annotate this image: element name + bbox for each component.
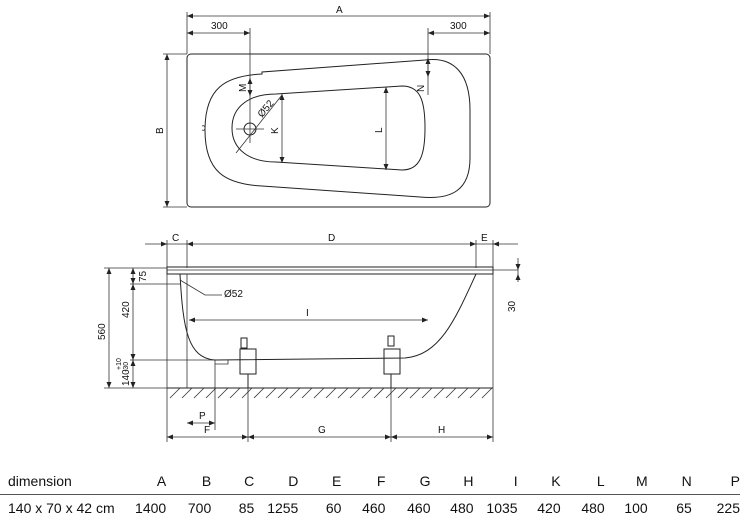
- dim-label-H: H: [438, 425, 445, 436]
- table-header-cell: dimension: [0, 468, 133, 495]
- table-cell: 65: [676, 500, 692, 516]
- dim-label-plus10: +10: [116, 358, 123, 370]
- dim-label-D: D: [328, 233, 335, 244]
- dim-label-P: P: [199, 411, 206, 422]
- table-header-cell: F: [341, 468, 386, 495]
- dim-label-K: K: [270, 127, 281, 134]
- tub-body-profile: [179, 273, 477, 361]
- table-header-cell: P: [691, 468, 740, 495]
- table-cell: 700: [187, 500, 212, 516]
- table-header-cell: E: [298, 468, 342, 495]
- dim-label-G: G: [318, 425, 326, 436]
- table-cell: 60: [325, 500, 342, 516]
- tub-foot-right: [383, 335, 401, 389]
- table-header-cell: M: [604, 468, 648, 495]
- dim-label-minus30: -30: [123, 362, 130, 372]
- table-header-cell: C: [211, 468, 255, 495]
- table-cell: 100: [624, 500, 648, 516]
- dim-label-B: B: [155, 127, 166, 134]
- dimension-table: dimension A B C D E F G H I K L M N P 14…: [0, 468, 740, 521]
- table-cell: 480: [450, 500, 474, 516]
- tub-inner-outline: [204, 58, 471, 199]
- table-cell: 85: [238, 500, 255, 516]
- table-header-cell: B: [166, 468, 212, 495]
- table-cell: 480: [581, 500, 605, 516]
- overflow-marker: [201, 125, 206, 131]
- dim-label-560: 560: [97, 323, 108, 340]
- table-header-cell: G: [385, 468, 431, 495]
- dim-label-N: N: [416, 85, 427, 92]
- table-cell: 460: [407, 500, 431, 516]
- dim-label-140: 140: [121, 369, 132, 386]
- drain-trap: [214, 360, 229, 365]
- tub-rim-side: [166, 266, 494, 275]
- table-header-row: dimension A B C D E F G H I K L M N P: [0, 468, 740, 495]
- dim-label-30: 30: [507, 300, 518, 312]
- table-header-cell: A: [132, 468, 167, 495]
- table-header-cell: I: [473, 468, 518, 495]
- table-header-cell: N: [647, 468, 692, 495]
- bathtub-dimension-drawing: Ø52 A 300 300 B M K: [97, 5, 521, 442]
- table-row: 140 x 70 x 42 cm 1400 700 85 1255 60 460…: [0, 495, 740, 522]
- dim-label-300-left: 300: [211, 21, 228, 32]
- table-cell: 1400: [135, 500, 167, 516]
- table-header-cell: K: [517, 468, 561, 495]
- dim-label-F: F: [204, 425, 210, 436]
- table-cell: 420: [537, 500, 561, 516]
- dim-label-E: E: [481, 233, 488, 244]
- table-header-cell: L: [560, 468, 605, 495]
- table-cell: 1035: [486, 500, 518, 516]
- tub-basin-outline: [231, 85, 426, 171]
- dim-label-300-right: 300: [450, 21, 467, 32]
- drain-symbol: [235, 94, 283, 154]
- dim-label-C: C: [172, 233, 179, 244]
- table-cell: 140 x 70 x 42 cm: [8, 500, 115, 516]
- tub-foot-left: [239, 337, 257, 389]
- floor-hatching: [169, 387, 493, 399]
- dim-label-M: M: [238, 84, 249, 92]
- table-cell: 1255: [267, 500, 299, 516]
- side-view: C D E Ø52 I: [97, 233, 521, 442]
- dim-label-75: 75: [138, 270, 149, 282]
- table-cell: 225: [716, 500, 740, 516]
- drain-diameter-side-label: Ø52: [224, 289, 243, 300]
- tub-outer-rim: [186, 53, 491, 208]
- drain-diameter-top-label: Ø52: [256, 98, 277, 120]
- dim-label-I: I: [306, 308, 309, 319]
- table-header-cell: D: [254, 468, 299, 495]
- dim-label-L: L: [374, 127, 385, 133]
- top-view: Ø52 A 300 300 B M K: [155, 5, 491, 208]
- table-cell: 460: [362, 500, 386, 516]
- dim-label-A: A: [336, 5, 343, 16]
- dim-label-420: 420: [121, 301, 132, 318]
- table-header-cell: H: [430, 468, 474, 495]
